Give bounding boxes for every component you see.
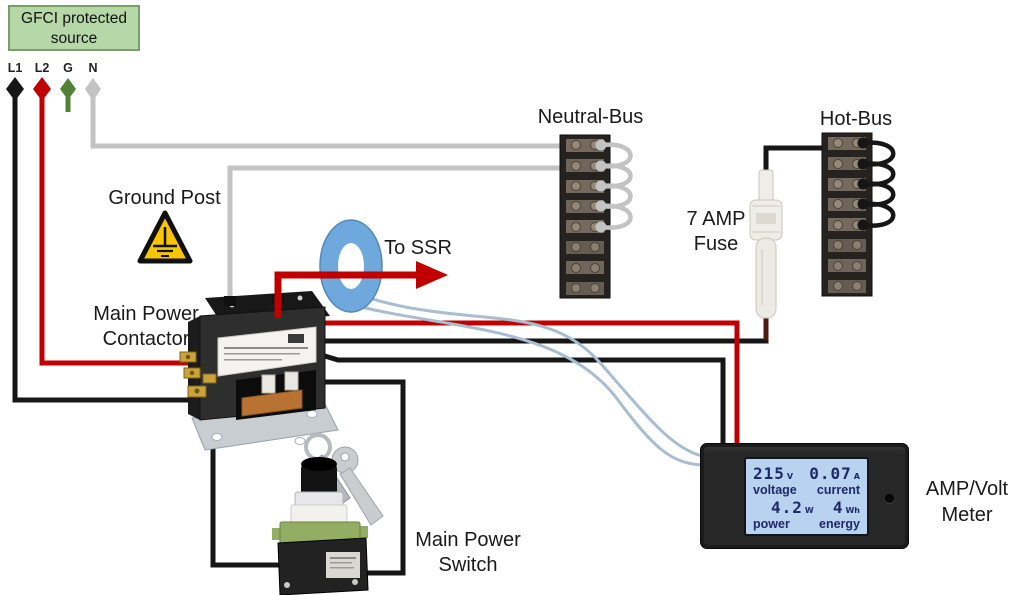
lcd-labels-row1: voltage current xyxy=(753,483,860,498)
neutral-bus-jumpers xyxy=(595,139,633,233)
gfci-source-box: GFCI protected source xyxy=(8,5,140,51)
n-arrowhead xyxy=(85,78,101,101)
meter-button[interactable] xyxy=(885,494,894,503)
current-value: 0.07 xyxy=(809,464,852,483)
source-lead-arrows xyxy=(6,77,101,112)
power-label: power xyxy=(753,517,790,531)
contactor-label-line2: Contactor xyxy=(102,328,190,350)
energy-unit: Wh xyxy=(845,506,860,515)
contactor-coil-copper xyxy=(241,389,303,417)
switch-wire-left xyxy=(210,400,280,568)
contactor-image xyxy=(179,291,339,451)
current-label: current xyxy=(816,483,860,497)
ct-wire-2 xyxy=(340,300,704,467)
switch-label-line1: Main Power xyxy=(415,529,521,551)
switch-knob xyxy=(301,463,337,497)
current-unit: A xyxy=(853,472,860,481)
voltage-value: 215 xyxy=(753,464,785,483)
fuse-label-line2: Fuse xyxy=(693,233,739,255)
g-arrowhead xyxy=(60,78,76,100)
neutral-bus-label: Neutral-Bus xyxy=(537,106,644,128)
ct-wire-1 xyxy=(354,292,704,458)
terminal-label-g: G xyxy=(63,61,73,75)
energy-label: energy xyxy=(819,517,860,531)
power-value: 4.2 xyxy=(771,498,803,517)
key-ring xyxy=(304,433,332,461)
switch-label-line2: Switch xyxy=(438,554,498,576)
key-switch-image xyxy=(272,433,384,595)
voltage-unit: V xyxy=(786,472,794,481)
to-ssr-arrow xyxy=(274,261,448,318)
neutral-bus-strip xyxy=(559,134,633,299)
lcd-labels-row2: power energy xyxy=(753,517,860,532)
neutral-bus-terminals xyxy=(566,139,604,295)
switch-wire-right xyxy=(310,379,406,576)
switch-block-label xyxy=(326,552,360,578)
contactor-terminals xyxy=(179,351,217,398)
gfci-source-line1: GFCI protected xyxy=(21,10,127,27)
terminal-label-l2: L2 xyxy=(34,61,50,75)
switch-chrome-ring xyxy=(294,491,344,507)
power-unit: W xyxy=(804,506,814,515)
hot-bus-jumpers xyxy=(857,137,896,231)
to-ssr-arrowhead xyxy=(416,261,448,289)
fuse-label-line1: 7 AMP xyxy=(686,208,746,230)
switch-label: Main Power Switch xyxy=(404,528,532,578)
l1-arrowhead xyxy=(6,77,24,101)
l2-arrowhead xyxy=(33,77,51,101)
meter-label: AMP/Volt Meter xyxy=(916,476,1018,528)
ground-post-label: Ground Post xyxy=(108,187,221,209)
hot-bus-label: Hot-Bus xyxy=(819,108,893,130)
contactor-label-text: Main Power Contactor xyxy=(72,302,220,352)
ground-post-icon xyxy=(137,210,193,264)
to-ssr-label: To SSR xyxy=(384,237,452,259)
fuse-holder-image xyxy=(749,169,783,340)
energy-value: 4 xyxy=(832,498,844,517)
l1-wire xyxy=(12,95,213,403)
hot-bus-strip xyxy=(821,132,896,297)
meter-label-line1: AMP/Volt xyxy=(925,478,1009,500)
contactor-label-line1: Main Power xyxy=(93,303,199,325)
contactor-coil-neutral-wire xyxy=(227,165,566,320)
terminal-label-l1: L1 xyxy=(7,61,23,75)
fuse-label-band xyxy=(756,213,776,224)
key-blade xyxy=(339,467,384,526)
voltage-label: voltage xyxy=(753,483,797,497)
terminal-label-n: N xyxy=(88,61,98,75)
gfci-source-line2: source xyxy=(50,30,98,47)
ct-sense-wires xyxy=(340,292,704,467)
neutral-wire xyxy=(90,95,566,149)
switch-collar xyxy=(290,504,348,524)
meter-label-line2: Meter xyxy=(941,504,993,526)
current-transformer-ring xyxy=(319,219,383,313)
fuse-label: 7 AMP Fuse xyxy=(672,207,760,257)
fuse-top-cap xyxy=(758,169,774,203)
l2-wire xyxy=(39,95,202,366)
